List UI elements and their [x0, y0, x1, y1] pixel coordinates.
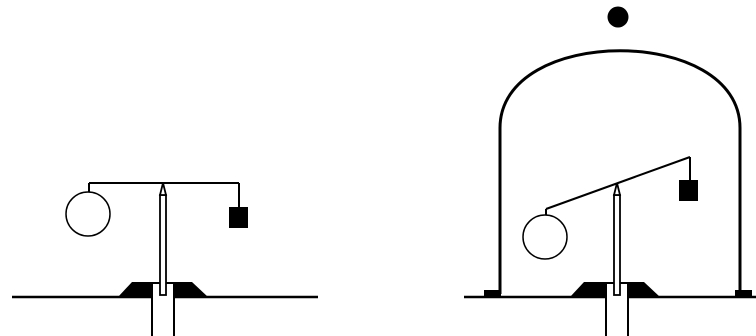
left-hollow-sphere: [65, 191, 111, 237]
right-solid-cube: [679, 180, 698, 201]
right-stand-post: [613, 194, 621, 296]
left-solid-cube: [229, 207, 248, 228]
right-balance-beam: [545, 156, 691, 210]
left-stand-post: [159, 194, 167, 296]
right-pivot-needle: [612, 182, 622, 196]
bell-jar-knob: [607, 6, 629, 28]
right-hollow-sphere: [522, 214, 568, 260]
bell-jar-left-rim: [484, 290, 501, 297]
bell-jar-right-rim: [735, 290, 752, 297]
right-setup: [464, 6, 756, 336]
bell-jar-dome: [498, 49, 742, 294]
left-setup: [12, 182, 318, 336]
left-pivot-needle: [158, 182, 168, 196]
